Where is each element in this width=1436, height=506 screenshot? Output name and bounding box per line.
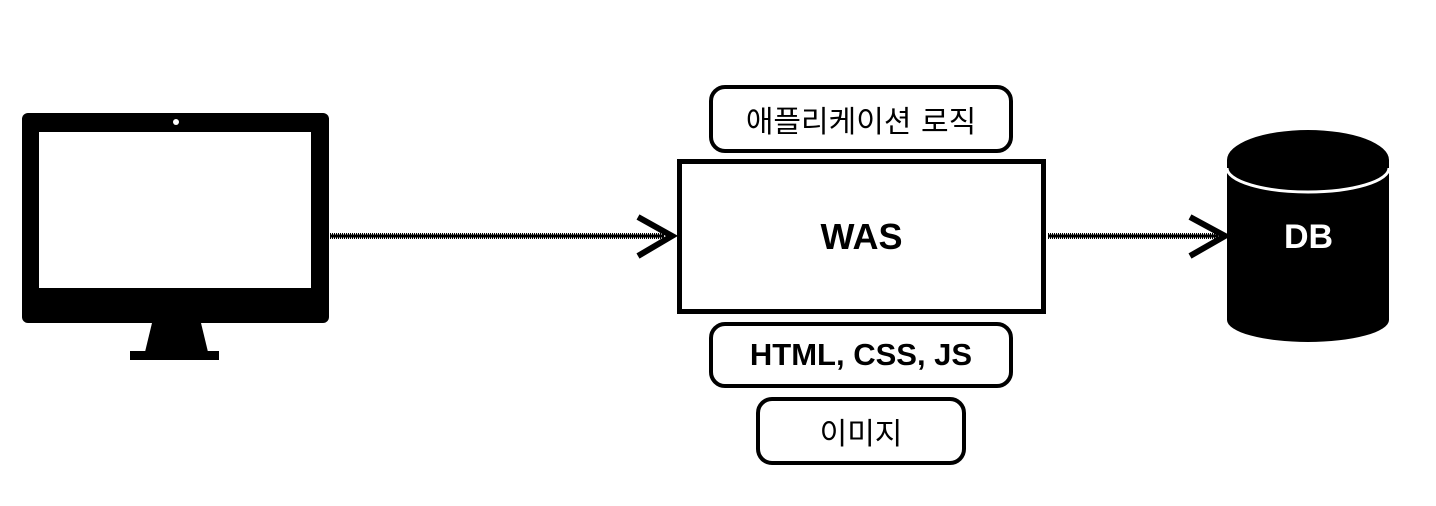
static-resources-box: HTML, CSS, JS — [709, 322, 1013, 388]
image-box: 이미지 — [756, 397, 966, 465]
database-cylinder-icon — [1225, 130, 1391, 342]
application-logic-label: 애플리케이션 로직 — [745, 105, 977, 140]
arrow-client-to-was — [330, 214, 679, 259]
desktop-monitor-icon — [22, 113, 329, 360]
was-label: WAS — [820, 215, 903, 257]
db-label: DB — [1283, 217, 1334, 256]
static-resources-label: HTML, CSS, JS — [749, 337, 973, 372]
application-logic-box: 애플리케이션 로직 — [709, 85, 1013, 153]
arrow-was-to-db — [1048, 214, 1232, 259]
was-box: WAS — [677, 159, 1046, 314]
image-label: 이미지 — [819, 417, 903, 452]
